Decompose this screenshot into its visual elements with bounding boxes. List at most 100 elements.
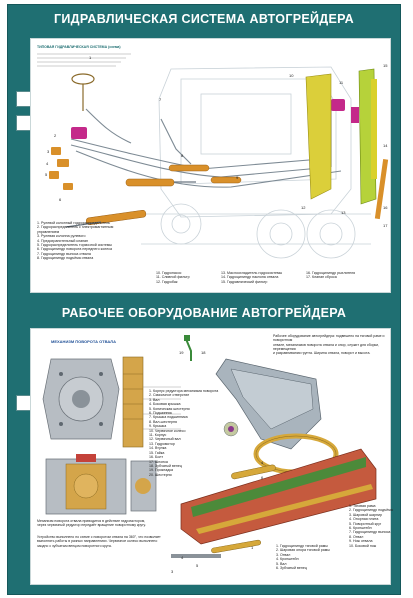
legend-item: 5. Коническая шестерня xyxy=(149,406,190,411)
legend-item: 11. Корпус xyxy=(149,433,167,438)
legend-item: 6. Кронштейн xyxy=(349,526,372,531)
svg-text:7: 7 xyxy=(159,97,162,102)
legend-item: 14. Гидроцилиндр наклона отвала xyxy=(221,275,279,280)
note-line: через червячный редуктор передаёт вращен… xyxy=(37,523,146,528)
legend-item: 4. Боковая крышка xyxy=(149,402,181,407)
hydraulic-system-title: ГИДРАВЛИЧЕСКАЯ СИСТЕМА АВТОГРЕЙДЕРА xyxy=(54,12,354,26)
svg-text:5: 5 xyxy=(45,172,48,177)
intro-line: Рабочее оборудование автогрейдера: подве… xyxy=(273,334,385,343)
legend-item: 2. Гидрораспределитель с электромагнитны… xyxy=(37,225,114,230)
legend-item: 3. Шаровой шарнир xyxy=(349,512,383,517)
frame-legend: 1. Тяговая рама 2. Гидроцилиндр подъёма … xyxy=(349,504,393,548)
legend-item: 4. Опорная плита xyxy=(349,517,379,522)
legend-item: 20. Шестерня xyxy=(149,472,172,477)
legend-item: 8. Вал-шестерня xyxy=(149,419,177,424)
legend-item: 5. Гидрораспределитель тормозной системы xyxy=(37,243,112,248)
svg-text:1: 1 xyxy=(251,545,254,550)
svg-text:10: 10 xyxy=(289,73,294,78)
svg-text:16: 16 xyxy=(383,205,388,210)
scheme-title: ТИПОВАЯ ГИДРАВЛИЧЕСКАЯ СИСТЕМА (схема) xyxy=(37,45,121,49)
legend-item: 8. Гидроцилиндр подъёма отвала xyxy=(37,256,94,261)
legend-item: 6. Подшипник xyxy=(149,411,172,416)
working-equipment-title: РАБОЧЕЕ ОБОРУДОВАНИЕ АВТОГРЕЙДЕРА xyxy=(61,306,347,320)
svg-text:4: 4 xyxy=(261,460,264,465)
legend-item: 5. Вал xyxy=(276,561,287,566)
working-equipment-panel: МЕХАНИЗМ ПОВОРОТА ОТВАЛА Рабочее оборудо… xyxy=(30,328,393,585)
working-equipment-diagram: 19 18 4 6 1 5 4 3 xyxy=(42,335,377,574)
mechanism-title: МЕХАНИЗМ ПОВОРОТА ОТВАЛА xyxy=(51,339,116,344)
legend-item: 10. Гидронасос xyxy=(156,271,182,275)
legend-item: 12. Гидробак xyxy=(156,279,178,284)
svg-text:4: 4 xyxy=(46,161,49,166)
svg-text:4: 4 xyxy=(181,555,184,560)
legend-item: 1. Гидроцилиндр тяговой рамы xyxy=(276,544,328,548)
note-line: Механизм поворота отвала приводится в де… xyxy=(37,519,146,523)
legend-item: 15. Гидравлический фильтр xyxy=(221,279,268,284)
svg-text:6: 6 xyxy=(59,197,62,202)
legend-item: 7. Гидроцилиндр выноса xyxy=(349,530,391,535)
legend-item: 3. Вал xyxy=(149,397,160,402)
poster: ГИДРАВЛИЧЕСКАЯ СИСТЕМА АВТОГРЕЙДЕРА ТИПО… xyxy=(7,4,401,595)
legend-item: 1. Тяговая рама xyxy=(349,504,376,508)
legend-item: 1. Корпус редуктора механизма поворота xyxy=(149,389,219,393)
legend-item: 8. Отвал xyxy=(349,534,364,539)
legend-item: 6. Зубчатый венец xyxy=(276,566,307,571)
legend-item: 4. Предохранительный клапан xyxy=(37,238,89,243)
note-line: Устройство выполнено по схеме с поворото… xyxy=(37,535,161,539)
bottom-legend: 1. Гидроцилиндр тяговой рамы 2. Шаровая … xyxy=(276,544,330,570)
note-line: заодно с зубчатым венцом поворотного кру… xyxy=(37,543,112,548)
intro-text: Рабочее оборудование автогрейдера: подве… xyxy=(273,334,385,355)
svg-text:17: 17 xyxy=(383,223,388,228)
legend-item: 17. Клапан сброса xyxy=(306,275,337,280)
legend-mid2: 13. Маслоохладитель гидросистемы 14. Гид… xyxy=(221,271,282,284)
legend-item: 16. Болт xyxy=(149,455,164,460)
svg-text:2: 2 xyxy=(54,133,57,138)
legend-item: 19. Прокладка xyxy=(149,468,174,473)
legend-mid: 10. Гидронасос 11. Сливной фильтр 12. Ги… xyxy=(156,271,190,284)
legend-item: 15. Гайка xyxy=(149,450,165,455)
legend-item: 9. Нож отвала xyxy=(349,539,373,544)
legend-right: 16. Гидроцилиндр рыхлителя 17. Клапан сб… xyxy=(306,271,355,280)
svg-text:19: 19 xyxy=(179,350,184,355)
mechanism-legend: 1. Корпус редуктора механизма поворота 2… xyxy=(149,389,218,477)
legend-item: 3. Рулевая колонна рулевого xyxy=(37,234,86,239)
svg-text:14: 14 xyxy=(383,143,388,148)
hydraulic-diagram-panel: ТИПОВАЯ ГИДРАВЛИЧЕСКАЯ СИСТЕМА (схема) xyxy=(30,38,391,293)
svg-text:9: 9 xyxy=(236,175,239,180)
svg-text:3: 3 xyxy=(171,569,174,574)
legend-item: 2. Шаровая опора тяговой рамы xyxy=(276,548,330,553)
mechanism-note: Механизм поворота отвала приводится в де… xyxy=(37,519,162,528)
legend-item: 12. Червячный вал xyxy=(149,437,181,442)
legend-left: 1. Рулевой колонный гидрораспределитель … xyxy=(37,221,113,261)
legend-item: 18. Зубчатый венец xyxy=(149,463,182,468)
legend-item: 10. Боковой нож xyxy=(349,543,377,548)
legend-item: управлением xyxy=(37,229,60,234)
svg-text:15: 15 xyxy=(383,63,388,68)
legend-item: 10. Червячное колесо xyxy=(149,428,186,433)
svg-text:6: 6 xyxy=(261,475,264,480)
legend-item: 5. Поворотный круг xyxy=(349,521,382,526)
legend-item: 6. Гидроцилиндр поворота переднего колес… xyxy=(37,247,113,252)
svg-text:11: 11 xyxy=(339,80,344,85)
legend-item: 14. Втулка xyxy=(149,446,167,451)
legend-item: 16. Гидроцилиндр рыхлителя xyxy=(306,271,356,275)
svg-text:8: 8 xyxy=(181,153,184,158)
legend-item: 7. Гидроцилиндр выноса отвала xyxy=(37,251,91,256)
svg-text:18: 18 xyxy=(201,350,206,355)
legend-item: 2. Смазочное отверстие xyxy=(149,393,190,398)
svg-text:3: 3 xyxy=(47,149,50,154)
intro-line: отвале, механизмов поворота отвала и опо… xyxy=(273,342,380,351)
legend-item: 1. Рулевой колонный гидрораспределитель xyxy=(37,221,110,225)
legend-item: 7. Крышка подшипника xyxy=(149,415,188,420)
legend-item: 3. Отвал xyxy=(276,552,291,557)
intro-line: и разравнивания грунта. Ширина отвала, п… xyxy=(273,351,371,356)
legend-item: 13. Маслоохладитель гидросистемы xyxy=(221,271,283,275)
note-line: выполнять работы в разных направлениях. … xyxy=(37,539,158,544)
legend-item: 2. Гидроцилиндр подъёма xyxy=(349,508,393,513)
svg-text:5: 5 xyxy=(196,563,199,568)
legend-item: 4. Кронштейн xyxy=(276,557,299,562)
design-note: Устройство выполнено по схеме с поворото… xyxy=(37,535,162,548)
legend-item: 9. Крышка xyxy=(149,424,167,429)
legend-item: 17. Шпонка xyxy=(149,459,168,464)
